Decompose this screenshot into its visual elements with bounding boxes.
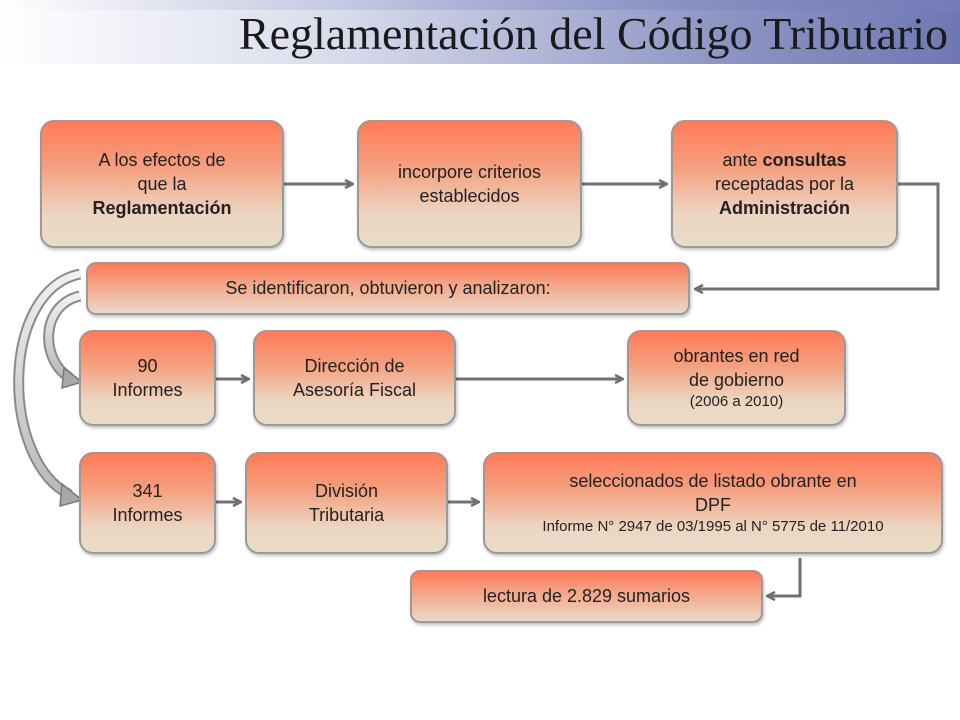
- row1-count-number: 90: [137, 355, 158, 376]
- curve-banner-to-row1: [43, 290, 84, 390]
- row1-source-line1: Dirección de: [304, 355, 405, 376]
- box-criteria: incorpore criterios establecidos: [357, 120, 582, 248]
- box-purpose-line1: A los efectos de: [98, 149, 226, 170]
- row1-source-line2: Asesoría Fiscal: [292, 380, 417, 400]
- banner-identified-text: Se identificaron, obtuvieron y analizaro…: [225, 278, 551, 298]
- row1-detail-line2: de gobierno: [688, 369, 785, 390]
- box-consultas-line1: ante consultas: [722, 149, 847, 170]
- row2-count: 341 Informes: [79, 452, 216, 554]
- row1-detail: obrantes en red de gobierno (2006 a 2010…: [627, 330, 846, 426]
- row1-count: 90 Informes: [79, 330, 216, 426]
- title-band: [0, 0, 960, 64]
- curve-banner-to-row2: [13, 268, 84, 508]
- row2-count-label: Informes: [112, 505, 183, 525]
- row2-detail-line3: Informe N° 2947 de 03/1995 al N° 5775 de…: [542, 518, 884, 536]
- row2-detail-line2: DPF: [695, 494, 731, 515]
- arrow-detail-to-summary: [768, 558, 802, 596]
- banner-identified: Se identificaron, obtuvieron y analizaro…: [86, 262, 690, 315]
- row1-count-label: Informes: [112, 380, 183, 400]
- row2-detail: seleccionados de listado obrante en DPF …: [483, 452, 943, 554]
- row2-detail-line1: seleccionados de listado obrante en: [569, 470, 857, 491]
- slide-title: Reglamentación del Código Tributario: [238, 8, 948, 59]
- box-purpose: A los efectos de que la Reglamentación: [40, 120, 284, 248]
- row1-detail-line3: (2006 a 2010): [689, 393, 784, 411]
- arrow-box3-to-banner: [696, 182, 940, 289]
- box-consultas-line2: receptadas por la: [714, 173, 855, 194]
- row2-source: División Tributaria: [245, 452, 448, 554]
- box-criteria-line2: establecidos: [419, 186, 520, 206]
- box-consultas: ante consultas receptadas por la Adminis…: [671, 120, 898, 248]
- row2-source-line2: Tributaria: [308, 505, 385, 525]
- box-criteria-line1: incorpore criterios: [397, 161, 542, 182]
- box-consultas-line3: Administración: [718, 198, 851, 219]
- box-purpose-line2: que la: [137, 173, 187, 194]
- row2-source-line1: División: [314, 480, 379, 501]
- summary-text: lectura de 2.829 sumarios: [482, 586, 691, 606]
- summary-box: lectura de 2.829 sumarios: [410, 570, 763, 623]
- row2-count-number: 341: [132, 480, 163, 501]
- row1-detail-line1: obrantes en red: [673, 345, 800, 366]
- row1-source: Dirección de Asesoría Fiscal: [253, 330, 456, 426]
- box-purpose-line3: Reglamentación: [92, 198, 232, 219]
